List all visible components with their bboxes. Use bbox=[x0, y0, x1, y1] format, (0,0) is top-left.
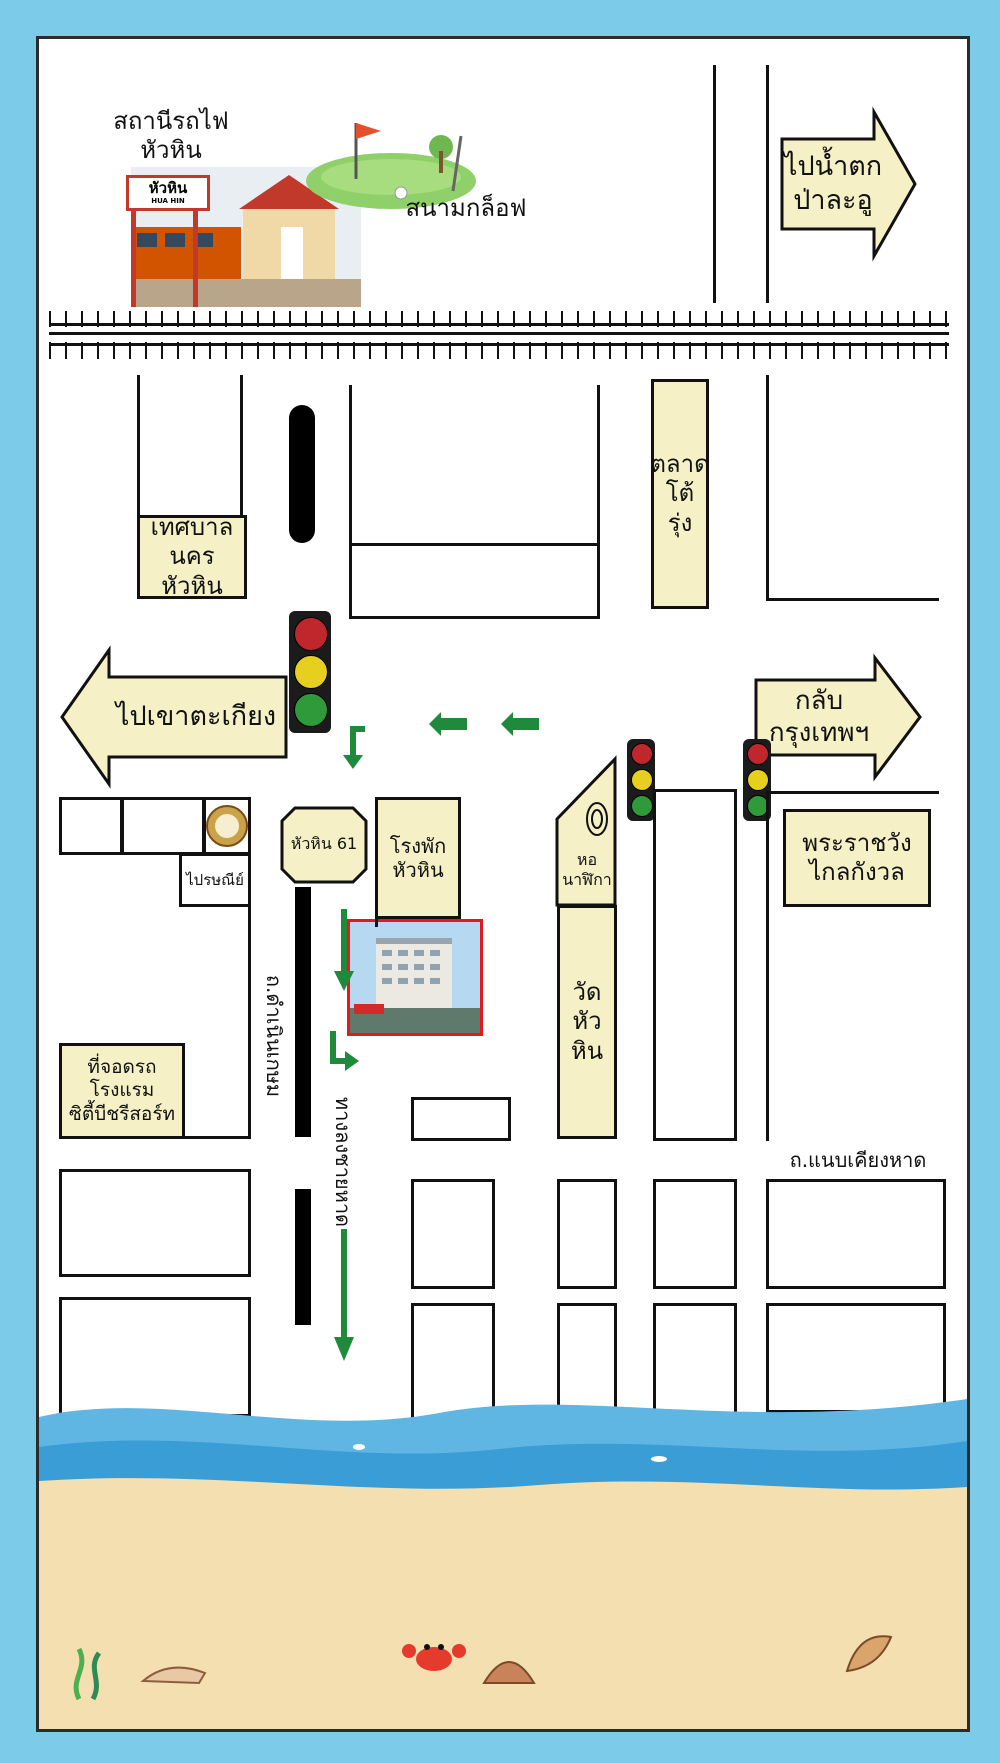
damnoen-road-label: ถ.ดำเนินเกษม bbox=[262, 974, 286, 1098]
traffic-light-icon bbox=[289, 611, 331, 733]
seal-block bbox=[203, 797, 251, 855]
hotel-photo bbox=[347, 919, 483, 1036]
naeb-road-label: ถ.แนบเคียงหาด bbox=[789, 1147, 927, 1172]
road-line bbox=[137, 375, 140, 515]
direction-arrow-icon bbox=[334, 909, 354, 991]
city-block bbox=[557, 1179, 617, 1289]
huahin61-marker bbox=[280, 806, 368, 884]
clock-tower-label: หอ นาฬิกา bbox=[562, 850, 612, 889]
city-block bbox=[121, 797, 205, 855]
road-line bbox=[766, 791, 939, 794]
map-canvas: สถานีรถไฟ หัวหิน หัวหิน HUA HIN bbox=[36, 36, 970, 1732]
golf-label: สนามกล็อฟ bbox=[405, 194, 527, 223]
city-block bbox=[766, 1179, 946, 1289]
road-line bbox=[375, 919, 378, 927]
city-block bbox=[349, 543, 600, 619]
city-block bbox=[411, 1303, 495, 1423]
road-line bbox=[766, 791, 769, 1141]
road-line bbox=[766, 65, 769, 303]
road-line bbox=[349, 385, 352, 545]
direction-arrow-bangkok bbox=[754, 653, 922, 782]
station-sign: หัวหิน HUA HIN bbox=[126, 175, 210, 211]
station-sign-sub: HUA HIN bbox=[151, 197, 185, 205]
city-block bbox=[411, 1179, 495, 1289]
parking-block: ที่จอดรถ โรงแรม ซิตี้บีชรีสอร์ท bbox=[59, 1043, 185, 1139]
direction-arrow-khao-takiab bbox=[60, 645, 288, 789]
post-office-block: ไปรษณีย์ bbox=[179, 853, 251, 907]
railway bbox=[49, 311, 949, 359]
city-block bbox=[59, 1297, 251, 1417]
shell-icon bbox=[482, 1661, 536, 1684]
city-block bbox=[653, 1303, 737, 1423]
beach-way-label: ทางลงชายหาด bbox=[331, 1096, 355, 1228]
city-block bbox=[59, 1169, 251, 1277]
seaweed-icon bbox=[73, 1647, 102, 1701]
road-divider bbox=[295, 1189, 311, 1325]
traffic-light-icon bbox=[627, 739, 655, 821]
road-line bbox=[597, 385, 600, 545]
market-block: ตลาด โต้ รุ่ง bbox=[650, 379, 710, 609]
huahin61-label: หัวหิน 61 bbox=[290, 834, 358, 854]
city-block bbox=[557, 1303, 617, 1423]
city-block bbox=[59, 797, 123, 855]
station-sign-text: หัวหิน bbox=[148, 179, 188, 197]
golf-flag-icon bbox=[306, 123, 476, 209]
road-line bbox=[766, 375, 769, 601]
direction-arrow-icon bbox=[343, 726, 365, 769]
crab-icon bbox=[402, 1644, 466, 1671]
city-block bbox=[653, 789, 737, 1141]
shell-icon bbox=[845, 1635, 893, 1673]
waterfall-label: ไปน้ำตก ป่าละอู bbox=[783, 151, 883, 216]
shell-icon bbox=[140, 1666, 207, 1685]
road-line bbox=[240, 375, 243, 515]
direction-arrow-icon bbox=[429, 712, 539, 736]
road-line bbox=[557, 905, 560, 909]
road-line bbox=[713, 65, 716, 303]
direction-arrow-waterfall bbox=[780, 106, 917, 262]
direction-arrow-icon bbox=[334, 1229, 354, 1361]
bangkok-label: กลับกรุงเทพฯ bbox=[768, 685, 870, 749]
city-block bbox=[653, 1179, 737, 1289]
sea-and-beach bbox=[39, 1399, 967, 1729]
road-line bbox=[248, 905, 251, 1139]
road-divider bbox=[295, 887, 311, 1137]
station-label: สถานีรถไฟ หัวหิน bbox=[113, 106, 229, 164]
golf-picture bbox=[301, 81, 481, 211]
municipality-block: เทศบาล นครหัวหิน bbox=[137, 513, 247, 600]
road-line bbox=[766, 598, 939, 601]
city-block bbox=[411, 1097, 511, 1141]
khao-takiab-label: ไปเขาตะเกียง bbox=[115, 701, 277, 733]
temple-block: วัด หัว หิน bbox=[557, 905, 617, 1139]
road-divider bbox=[289, 405, 315, 543]
hotel-block: โรงพัก หัวหิน bbox=[375, 797, 461, 919]
municipal-seal-icon bbox=[206, 805, 248, 847]
direction-arrow-icon bbox=[330, 1031, 359, 1071]
palace-block: พระราชวัง ไกลกังวล bbox=[783, 809, 931, 907]
